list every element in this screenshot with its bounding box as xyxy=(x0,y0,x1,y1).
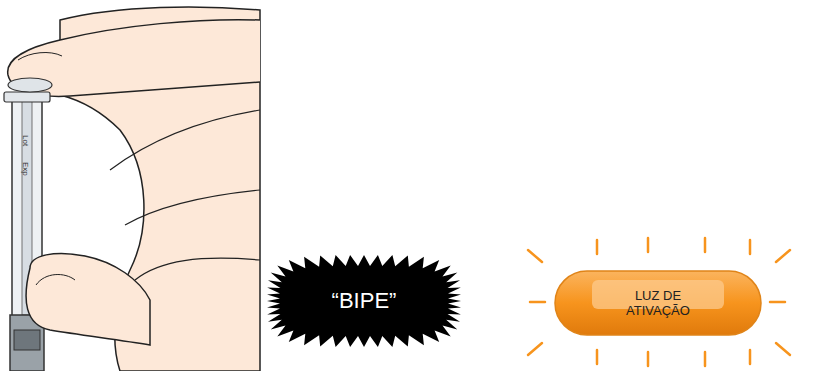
plunger-cap xyxy=(8,78,52,92)
light-rays xyxy=(528,238,790,366)
pill-shape xyxy=(555,271,761,335)
finger-lines xyxy=(110,110,260,280)
syringe-print: Exp xyxy=(21,162,30,176)
starburst-shape xyxy=(267,255,461,347)
finger-flange xyxy=(4,92,50,102)
fingernail xyxy=(18,53,62,60)
sound-starburst: “BIPE” xyxy=(266,254,462,348)
activation-light: LUZ DE ATIVAÇÃO xyxy=(554,270,762,336)
syringe-print: Lot xyxy=(21,135,30,146)
thumbnail xyxy=(36,275,75,285)
syringe-window xyxy=(14,330,40,350)
light-label: LUZ DE ATIVAÇÃO xyxy=(608,288,708,318)
index-finger xyxy=(8,20,260,97)
thumb xyxy=(26,253,150,345)
sound-label: “BIPE” xyxy=(291,288,437,314)
